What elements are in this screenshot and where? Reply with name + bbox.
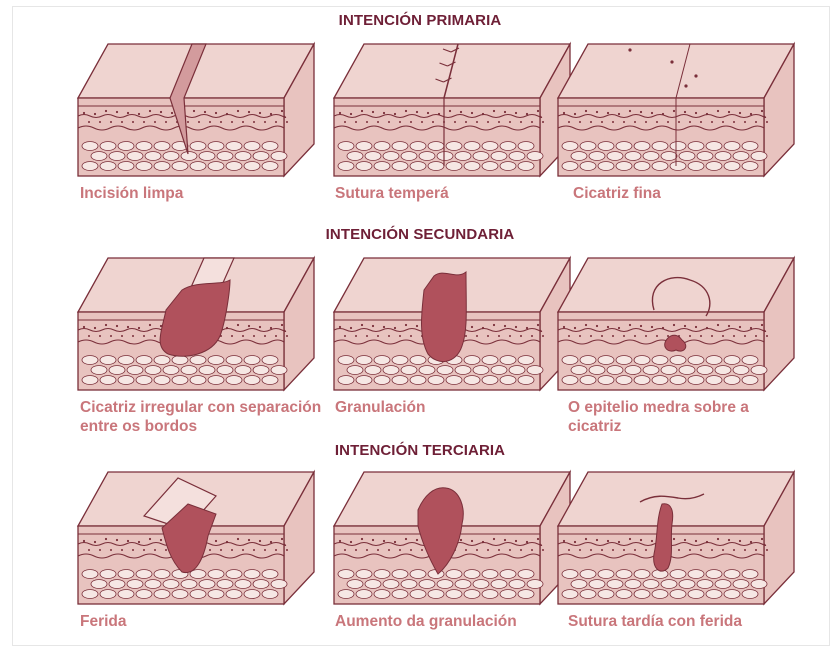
section-title-secondary: INTENCIÓN SECUNDARIA <box>0 226 840 243</box>
caption-irregular-scar: Cicatriz irregular con separación entre … <box>80 398 330 436</box>
caption-granulation: Granulación <box>335 398 585 417</box>
panel-wound <box>70 464 320 608</box>
skin-cross-section-icon <box>70 250 320 394</box>
panel-early-suture <box>326 36 576 180</box>
skin-cross-section-icon <box>70 464 320 608</box>
panel-granulation <box>326 250 576 394</box>
caption-wound: Ferida <box>80 612 330 631</box>
skin-block <box>558 472 794 604</box>
caption-fine-scar: Cicatriz fina <box>573 184 823 203</box>
granulation-tissue <box>422 272 467 362</box>
section-title-primary: INTENCIÓN PRIMARIA <box>0 12 840 29</box>
skin-cross-section-icon <box>550 464 800 608</box>
panel-epithelium-growth <box>550 250 800 394</box>
caption-early-suture: Sutura temperá <box>335 184 585 203</box>
skin-cross-section-icon <box>326 36 576 180</box>
panel-irregular-scar <box>70 250 320 394</box>
caption-increased-granulation: Aumento da granulación <box>335 612 585 631</box>
caption-delayed-suture: Sutura tardía con ferida <box>568 612 808 631</box>
caption-epithelium-growth: O epitelio medra sobre a cicatriz <box>568 398 798 436</box>
skin-cross-section-icon <box>70 36 320 180</box>
skin-cross-section-icon <box>326 464 576 608</box>
skin-cross-section-icon <box>326 250 576 394</box>
skin-cross-section-icon <box>550 36 800 180</box>
panel-fine-scar <box>550 36 800 180</box>
panel-delayed-suture <box>550 464 800 608</box>
panel-increased-granulation <box>326 464 576 608</box>
skin-cross-section-icon <box>550 250 800 394</box>
caption-clean-incision: Incisión limpa <box>80 184 330 203</box>
panel-clean-incision <box>70 36 320 180</box>
section-title-tertiary: INTENCIÓN TERCIARIA <box>0 442 840 459</box>
